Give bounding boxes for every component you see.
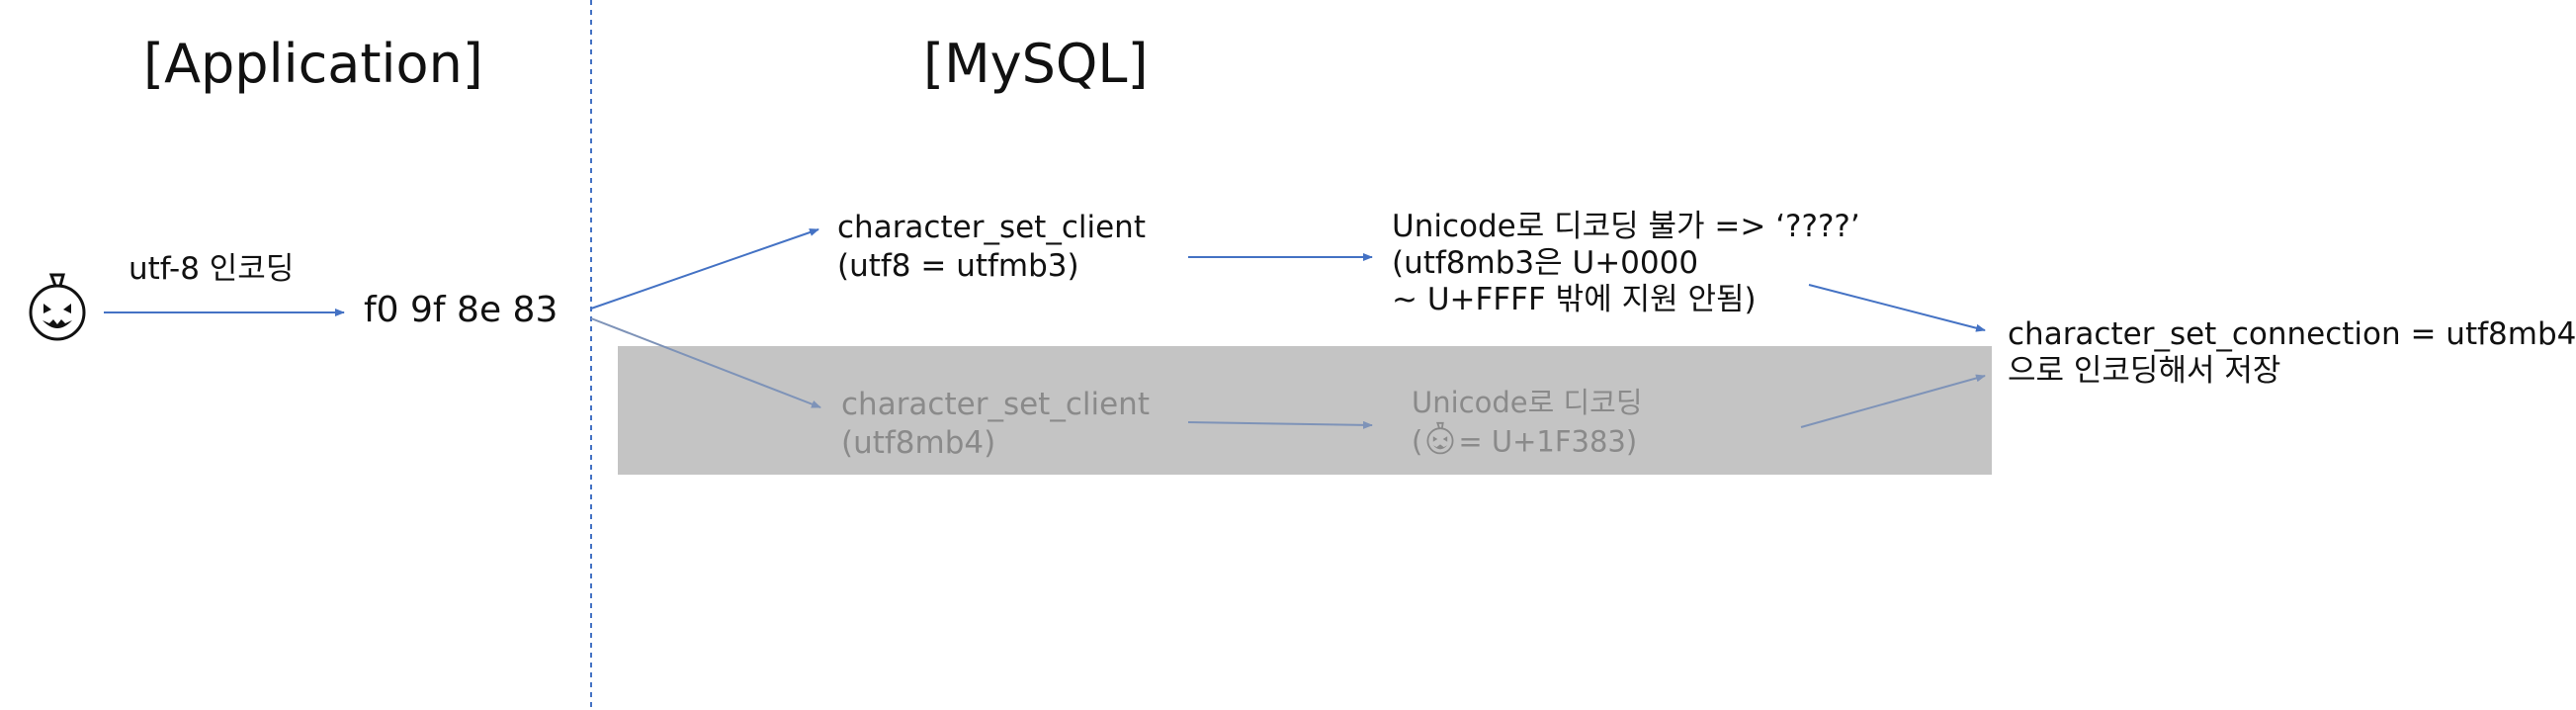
application-heading: [Application] [143,33,483,95]
jack-o-lantern-icon [29,273,86,341]
decode-fail-line1: Unicode로 디코딩 불가 => ‘????’ [1392,209,1860,244]
arrow-bytes-to-client-utf8mb4 [590,317,821,408]
client-utf8-name: character_set_client [837,210,1146,245]
connection-line2: 으로 인코딩해서 저장 [2008,353,2281,389]
client-utf8mb4-name: character_set_client [841,387,1150,422]
jack-o-lantern-icon [1422,421,1458,466]
arrow-client-utf8mb4-to-decode [1187,420,1373,429]
decode-success-box: Unicode로 디코딩 (= U+1F383) [1412,384,1643,466]
utf8-encoding-label: utf-8 인코딩 [129,251,295,287]
decode-fail-line3: ~ U+FFFF 밖에 지원 안됨) [1392,282,1757,317]
connection-box: character_set_connection = utf8mb4 으로 인코… [2008,316,2576,390]
utf8mb4-path-highlight [618,346,1992,475]
client-utf8mb4-charset: (utf8mb4) [841,425,996,461]
encoded-bytes: f0 9f 8e 83 [364,290,558,330]
connection-line1: character_set_connection = utf8mb4 [2008,316,2576,352]
client-utf8-box: character_set_client (utf8 = utfmb3) [837,209,1146,286]
decode-success-line2: (= U+1F383) [1412,421,1643,466]
mysql-heading: [MySQL] [923,33,1149,95]
arrow-bytes-to-client-utf8 [590,228,819,310]
client-utf8mb4-box: character_set_client (utf8mb4) [841,386,1150,463]
arrow-decode-fail-to-connection [1808,284,1986,332]
arrow-decode-to-connection [1800,374,1986,428]
decode-fail-line2: (utf8mb3은 U+0000 [1392,245,1699,281]
decode-fail-box: Unicode로 디코딩 불가 => ‘????’ (utf8mb3은 U+00… [1392,209,1860,318]
client-utf8-charset: (utf8 = utfmb3) [837,248,1079,284]
decode-success-line1: Unicode로 디코딩 [1412,386,1643,419]
